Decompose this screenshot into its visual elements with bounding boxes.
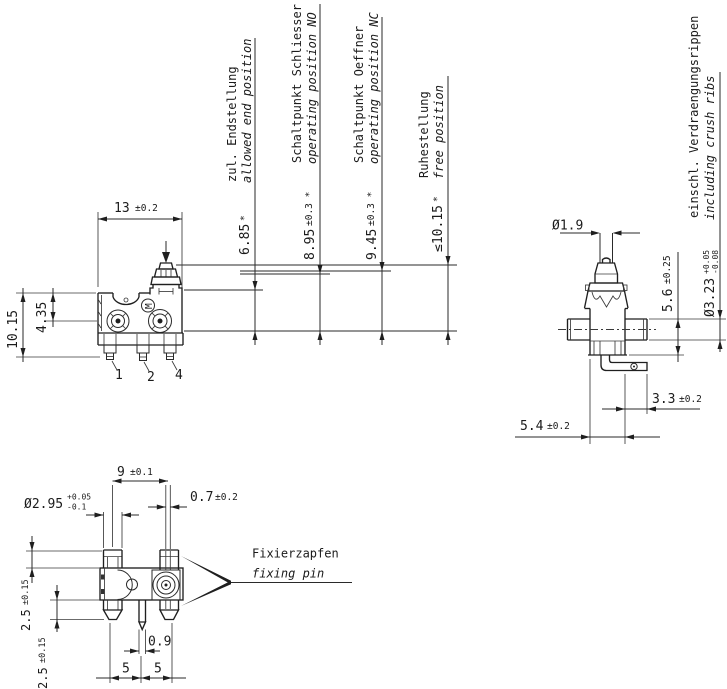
dim-value-pitch-left: 5: [122, 662, 130, 677]
front-view: 13 ±0.2: [6, 201, 184, 385]
dim-value-rib-dia: Ø3.23: [703, 278, 718, 317]
dim-tolminus-pin-dia: -0.1: [67, 503, 86, 512]
fixing-pin-boss: [151, 569, 181, 601]
label-en-crush-ribs: including crush ribs: [703, 76, 717, 221]
pin-number-4: 4: [175, 368, 183, 383]
dim-value-pin-dia: Ø2.95: [24, 497, 63, 512]
dim-value-pin-width: 0.9: [148, 635, 171, 650]
dim-value-base-width: 5.4: [520, 419, 544, 434]
body-arc: [117, 569, 133, 600]
dim-value-height: 10.15: [6, 310, 21, 349]
dim-value-boss-height: 5.6: [661, 289, 676, 312]
dim-tol-base-width: ±0.2: [547, 421, 570, 432]
pin-number-1: 1: [115, 368, 123, 383]
dim-boss-spacing-9: 9 ±0.1: [112, 465, 168, 547]
position-dimension-columns: zul. Endstellung allowed end position 6.…: [176, 4, 457, 345]
label-de-crush-ribs: einschl. Verdraengungsrippen: [687, 16, 701, 218]
dim-tol-terminal: ±0.2: [679, 394, 702, 405]
dim-suffix-end-position: *: [239, 215, 250, 221]
dim-suffix-operating-nc: ±0.3 *: [366, 192, 377, 226]
dim-tol-rib-width: ±0.2: [215, 492, 238, 503]
dim-operating-position-nc: Schaltpunkt Oeffner operating position N…: [352, 12, 385, 345]
dim-tolminus-rib-dia: -0.08: [711, 250, 720, 274]
dim-suffix-free-position: *: [432, 196, 443, 202]
dim-tol-width: ±0.2: [135, 203, 158, 214]
dim-value-plunger-dia: Ø1.9: [552, 219, 583, 234]
dim-tolplus-pin-dia: +0.05: [67, 493, 91, 502]
bottom-view: 9 ±0.1 0.7 ±0.2 Ø2.95 +0.05 -0.1: [19, 465, 352, 689]
dim-tol-depth-bottom: ±0.15: [38, 637, 48, 663]
dim-value-free-position: ≤10.15: [431, 205, 446, 252]
front-flange-terminals: 1 2 4: [97, 333, 184, 385]
front-plunger: [149, 262, 183, 295]
plunger-direction-arrow-icon: [162, 241, 170, 263]
label-en-free-position: free position: [432, 85, 446, 179]
dim-rib-width-07: 0.7 ±0.2: [148, 485, 238, 549]
label-en-operating-nc: operating position NC: [367, 12, 381, 164]
dim-value-rib-width: 0.7: [190, 490, 213, 505]
label-en-operating-no: operating position NO: [305, 12, 319, 164]
leader-arrow-upper-icon: [181, 556, 231, 585]
marking-circle: [141, 298, 155, 313]
dim-rib-dia: Ø3.23 +0.05 -0.08 einschl. Verdraengungs…: [687, 16, 723, 352]
dim-depth-top-25: 2.5 ±0.15: [19, 536, 102, 631]
label-en-end-position: allowed end position: [240, 39, 254, 184]
dim-allowed-end-position: zul. Endstellung allowed end position 6.…: [225, 38, 258, 345]
label-de-operating-nc: Schaltpunkt Oeffner: [352, 26, 366, 163]
dim-tol-depth-top: ±0.15: [21, 579, 31, 605]
bottom-body-outline: [99, 567, 184, 601]
label-de-operating-no: Schaltpunkt Schliesser: [290, 4, 304, 163]
label-de-end-position: zul. Endstellung: [225, 66, 239, 182]
center-hole: [126, 578, 138, 591]
marking-letter: M: [144, 303, 155, 309]
dim-value-depth-bottom: 2.5: [36, 667, 50, 689]
dim-depth-bottom-25: 2.5 ±0.15: [36, 585, 104, 689]
dim-value-width: 13: [114, 201, 130, 216]
middle-pin: [137, 600, 147, 654]
dim-value-depth-top: 2.5: [19, 609, 33, 631]
left-rivet: [106, 309, 130, 333]
right-boss-column: [158, 549, 180, 621]
right-rivet: [148, 309, 172, 333]
dim-free-position: Ruhestellung free position ≤10.15 *: [417, 76, 451, 345]
label-de-fixing-pin: Fixierzapfen: [252, 547, 339, 561]
dim-height-1015: 10.15: [6, 288, 100, 362]
dim-pin-pitch: 5 5: [96, 623, 186, 683]
dim-value-operating-no: 8.95: [303, 229, 318, 260]
dim-plunger-dia: Ø1.9: [552, 219, 640, 236]
dim-tol-boss-height: ±0.25: [662, 255, 673, 284]
dim-terminal-33: 3.3 ±0.2: [602, 374, 702, 444]
dim-tol-spacing: ±0.1: [130, 467, 153, 478]
dim-value-terminal: 3.3: [652, 392, 675, 407]
dim-value-pitch-right: 5: [154, 662, 162, 677]
side-view: Ø1.9: [515, 16, 726, 444]
dim-boss-height: 5.6 ±0.25: [661, 252, 681, 362]
leader-arrow-lower-icon: [181, 580, 231, 606]
front-body: M: [97, 292, 183, 334]
dim-pin-dia-295: Ø2.95 +0.05 -0.1: [24, 493, 139, 548]
dim-operate-435: 4.35: [35, 288, 97, 333]
dim-operating-position-no: Schaltpunkt Schliesser operating positio…: [290, 4, 323, 345]
label-en-fixing-pin: fixing pin: [252, 567, 324, 581]
dim-value-operate: 4.35: [35, 302, 50, 333]
fixing-pin-callout: Fixierzapfen fixing pin: [181, 547, 352, 606]
pin-number-2: 2: [147, 370, 155, 385]
dim-pin-width-09: 0.9: [124, 635, 171, 654]
dim-value-spacing: 9: [117, 465, 125, 480]
side-body: [558, 308, 656, 356]
left-boss-column: [102, 549, 124, 621]
dim-base-width-54: 5.4 ±0.2: [515, 359, 660, 444]
dim-value-operating-nc: 9.45: [365, 229, 380, 260]
side-terminal: [600, 355, 648, 372]
dim-suffix-operating-no: ±0.3 *: [304, 192, 315, 226]
dim-width-13: 13 ±0.2: [97, 201, 183, 292]
label-de-free-position: Ruhestellung: [417, 91, 431, 178]
dim-tolplus-rib-dia: +0.05: [702, 250, 711, 274]
dim-value-end-position: 6.85: [238, 224, 253, 255]
side-plunger: [583, 233, 629, 310]
